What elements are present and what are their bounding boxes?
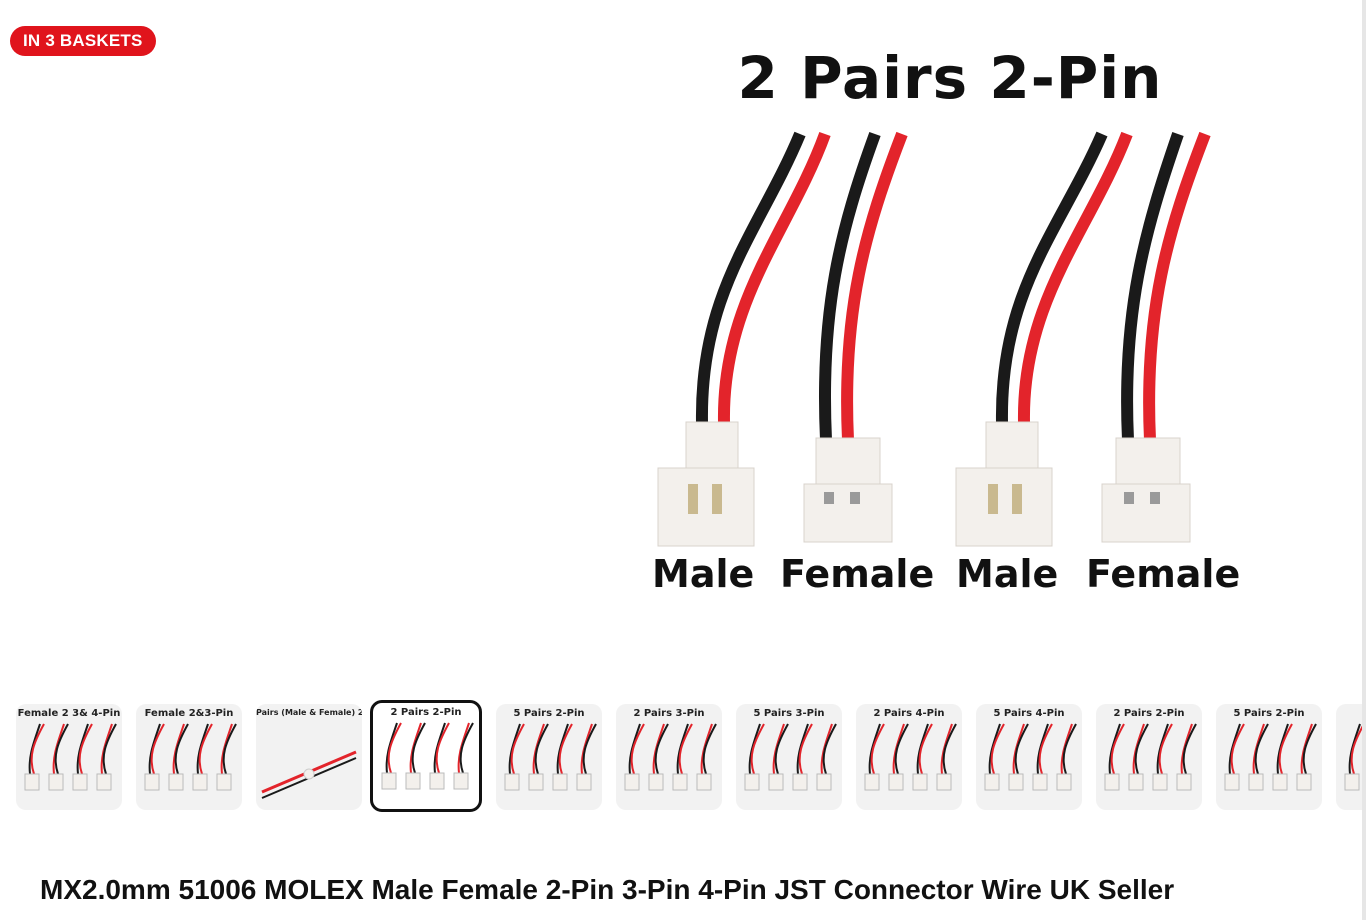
thumbnail-image xyxy=(24,723,117,791)
label-female-2: Female xyxy=(1086,552,1241,596)
hero-image-title: 2 Pairs 2-Pin xyxy=(737,44,1163,112)
thumbnail-image xyxy=(1104,723,1197,791)
thumbnail-caption: 2 Pairs 3-Pin xyxy=(633,708,705,719)
thumbnail-3[interactable]: Pairs (Male & Female) 2-Pin & 3-Pin xyxy=(256,704,362,810)
thumbnail-caption: 5 Pairs 4-Pin xyxy=(993,708,1065,719)
label-male-2: Male xyxy=(956,552,1059,596)
thumbnail-image xyxy=(261,750,357,799)
thumbnail-7[interactable]: 5 Pairs 3-Pin xyxy=(736,704,842,810)
thumbnail-image xyxy=(1344,723,1365,791)
label-female-1: Female xyxy=(780,552,935,596)
thumbnail-image xyxy=(864,723,957,791)
thumbnail-image xyxy=(984,723,1077,791)
in-baskets-badge: IN 3 BASKETS xyxy=(10,26,156,56)
main-product-image[interactable]: 2 Pairs 2-Pin Male Female Male Female xyxy=(640,30,1240,640)
thumbnail-image xyxy=(624,723,717,791)
thumbnail-1[interactable]: Female 2 3& 4-Pin xyxy=(16,704,122,810)
thumbnail-11[interactable]: 5 Pairs 2-Pin xyxy=(1216,704,1322,810)
thumbnail-image xyxy=(1224,723,1317,791)
thumbnail-caption: Female 2 3& 4-Pin xyxy=(17,708,121,719)
thumbnail-caption: 2 Pairs 4-Pin xyxy=(873,708,945,719)
thumbnail-caption: 2 Pairs 2-Pin xyxy=(1113,708,1185,719)
thumbnail-caption: 2 Pairs 2-Pin xyxy=(390,707,462,718)
thumbnail-10[interactable]: 2 Pairs 2-Pin xyxy=(1096,704,1202,810)
thumbnail-caption: 5 Pairs 2-Pin xyxy=(1233,708,1305,719)
thumbnail-caption: 5 Pairs 3-Pin xyxy=(753,708,825,719)
thumbnail-strip[interactable]: Female 2 3& 4-Pin Female 2&3-Pin Pairs (… xyxy=(0,700,1366,820)
thumbnail-image xyxy=(504,723,597,791)
thumbnail-image xyxy=(744,723,837,791)
thumbnail-9[interactable]: 5 Pairs 4-Pin xyxy=(976,704,1082,810)
thumbnail-5[interactable]: 5 Pairs 2-Pin xyxy=(496,704,602,810)
thumbnail-8[interactable]: 2 Pairs 4-Pin xyxy=(856,704,962,810)
page-scrollbar[interactable] xyxy=(1362,0,1366,920)
thumbnail-caption: 5 Pairs 2-Pin xyxy=(513,708,585,719)
thumbnail-image xyxy=(381,722,474,790)
thumbnail-2[interactable]: Female 2&3-Pin xyxy=(136,704,242,810)
thumbnail-12[interactable]: 2 xyxy=(1336,704,1366,810)
product-title: MX2.0mm 51006 MOLEX Male Female 2-Pin 3-… xyxy=(40,874,1175,905)
thumbnail-image xyxy=(144,723,237,791)
thumbnail-caption: Female 2&3-Pin xyxy=(144,708,234,719)
connectors-illustration xyxy=(657,131,1211,547)
thumbnail-6[interactable]: 2 Pairs 3-Pin xyxy=(616,704,722,810)
thumbnail-caption: Pairs (Male & Female) 2-Pin & 3-Pin xyxy=(256,708,362,717)
label-male-1: Male xyxy=(652,552,755,596)
thumbnail-4-selected[interactable]: 2 Pairs 2-Pin xyxy=(370,700,482,812)
